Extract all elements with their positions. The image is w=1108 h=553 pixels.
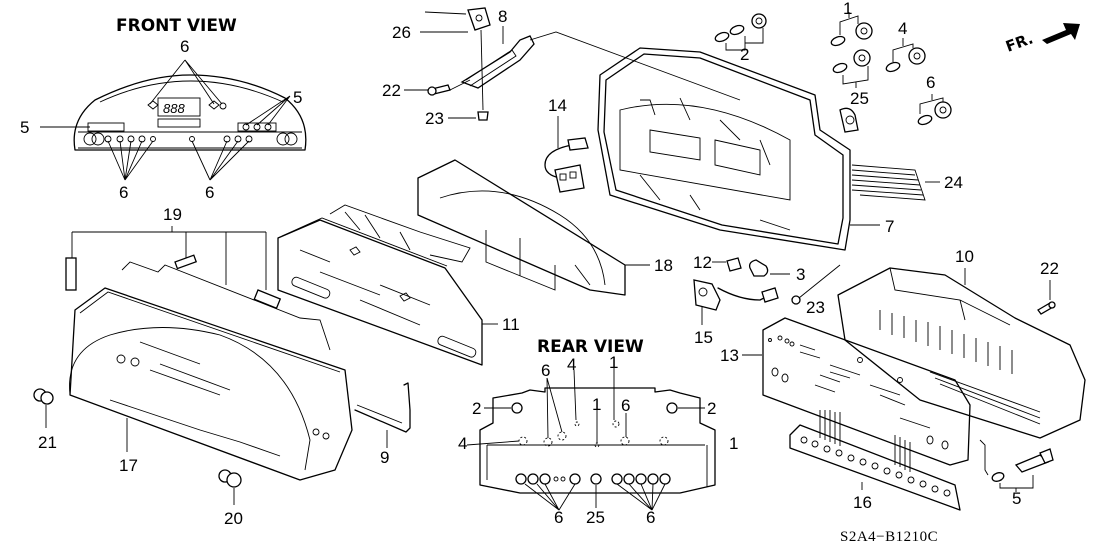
- part-26-clip: [467, 7, 491, 31]
- front-bulb-sockets: [83, 123, 298, 146]
- label-23-left: 23: [425, 109, 444, 128]
- rear-callout-6-bottom-left: 6: [554, 508, 563, 527]
- part-21-knob: 21: [33, 388, 57, 452]
- rear-callout-6-bottom-right: 6: [646, 508, 655, 527]
- label-26: 26: [392, 23, 411, 42]
- label-6-top: 6: [926, 73, 935, 92]
- rear-callout-2-right: 2: [707, 399, 716, 418]
- label-7: 7: [885, 217, 894, 236]
- part-11-gauge-panel: 11: [277, 204, 520, 366]
- label-3: 3: [796, 265, 805, 284]
- bulb-set-1: 1: [830, 0, 873, 47]
- front-view: FRONT VIEW 888: [20, 16, 307, 202]
- label-4-top: 4: [898, 19, 907, 38]
- label-19: 19: [163, 205, 182, 224]
- bulb-set-25: 25: [832, 49, 871, 108]
- part-19-clips: 19: [65, 205, 282, 310]
- part-14-sensor: 14: [544, 96, 589, 193]
- part-18-reflector: 18: [417, 159, 673, 296]
- bulb-set-2: 2: [714, 13, 767, 64]
- rear-callout-1-mid: 1: [592, 395, 601, 414]
- rear-callout-6-mid: 6: [621, 396, 630, 415]
- part-13-circuit-board: 13: [720, 317, 971, 466]
- label-22-right: 22: [1040, 259, 1059, 278]
- housing-vents: [879, 310, 1041, 425]
- part-16-flex-circuit: 16: [789, 410, 961, 512]
- bulb-set-4: 4: [885, 19, 926, 73]
- front-callout-6-bottom-right: 6: [205, 183, 214, 202]
- label-13: 13: [720, 346, 739, 365]
- rear-callout-1-top: 1: [609, 353, 618, 372]
- part-15-sensor: 15: [693, 279, 779, 347]
- part-9-seal: 9: [354, 382, 411, 467]
- rear-callout-1-right: 1: [729, 434, 738, 453]
- label-8: 8: [498, 7, 507, 26]
- rear-view: REAR VIEW 6: [458, 337, 738, 527]
- rear-bottom-sockets: [515, 473, 671, 485]
- front-view-leader-lines: [40, 59, 291, 181]
- label-17: 17: [119, 456, 138, 475]
- digital-display-glyph: 888: [163, 101, 185, 116]
- part-3: 3: [748, 259, 805, 284]
- rear-callout-4-top: 4: [567, 355, 576, 374]
- label-9: 9: [380, 448, 389, 467]
- part-20-knob: 20: [218, 469, 243, 528]
- part-10-rear-housing: 10: [837, 247, 1086, 439]
- part-23-screw-right: 23: [791, 264, 841, 317]
- bracket-assembly: 26 8 22 23: [382, 7, 741, 128]
- label-24: 24: [944, 173, 963, 192]
- front-callout-5-right: 5: [293, 88, 302, 107]
- label-22-left: 22: [382, 81, 401, 100]
- rear-leader-lines: [466, 368, 705, 511]
- label-2-top: 2: [740, 45, 749, 64]
- front-callout-6-bottom-left: 6: [119, 183, 128, 202]
- label-10: 10: [955, 247, 974, 266]
- part-17-housing: [69, 261, 353, 481]
- label-15: 15: [694, 328, 713, 347]
- label-23-right: 23: [806, 298, 825, 317]
- label-20: 20: [224, 509, 243, 528]
- front-callout-5-left: 5: [20, 118, 29, 137]
- rear-callout-2-left: 2: [472, 399, 481, 418]
- part-24-ribbon: [851, 164, 926, 201]
- label-1-top: 1: [843, 0, 852, 18]
- fr-label: FR.: [1003, 29, 1035, 55]
- flex-pads: [800, 436, 951, 497]
- part-8-bracket: [460, 35, 535, 89]
- part-5-bulb: 5: [979, 439, 1054, 508]
- fr-arrow-icon: [1042, 23, 1080, 44]
- part-12: 12: [693, 253, 742, 272]
- front-view-cluster-outline: 888: [73, 74, 307, 151]
- part-22-screw-right: 22: [1037, 259, 1059, 315]
- rear-view-heading: REAR VIEW: [537, 337, 644, 357]
- label-16: 16: [853, 493, 872, 512]
- bulb-set-6: 6: [917, 73, 952, 126]
- front-direction-indicator: FR.: [1003, 23, 1080, 56]
- rear-callout-25-bottom: 25: [586, 508, 605, 527]
- label-25-top: 25: [850, 89, 869, 108]
- label-18: 18: [654, 256, 673, 275]
- front-view-heading: FRONT VIEW: [116, 16, 237, 36]
- label-12: 12: [693, 253, 712, 272]
- label-5-bottom: 5: [1012, 489, 1021, 508]
- rear-dashed-sockets: [518, 420, 669, 448]
- pcb-components: [768, 335, 949, 450]
- part-7-cluster-case: 24 7: [597, 47, 963, 251]
- rear-callout-4-left: 4: [458, 434, 467, 453]
- label-14: 14: [548, 96, 567, 115]
- rear-callout-6-top: 6: [541, 361, 550, 380]
- diagram-code: S2A4−B1210C: [840, 529, 938, 545]
- label-11: 11: [502, 315, 520, 334]
- front-callout-6-top: 6: [180, 37, 189, 56]
- label-21: 21: [38, 433, 57, 452]
- part-23-screw: [477, 111, 489, 121]
